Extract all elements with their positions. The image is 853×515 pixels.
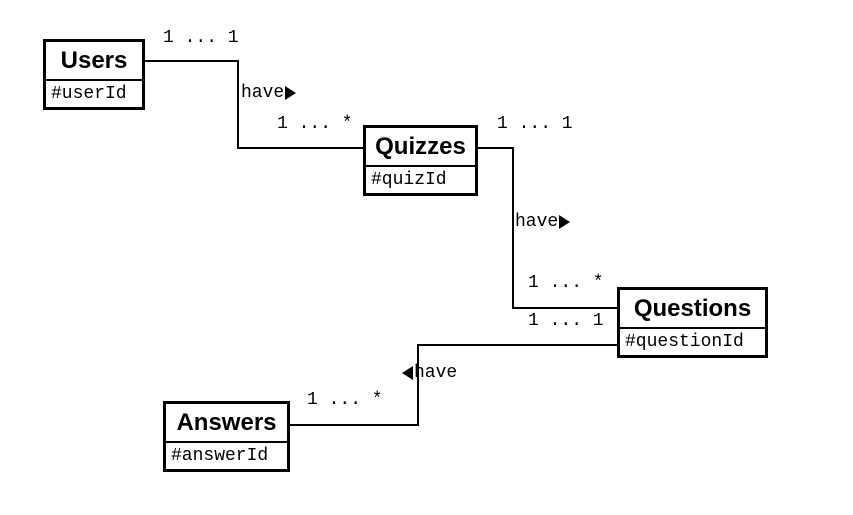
connector-questions-answers-h1: [417, 344, 617, 346]
arrow-left-icon: [402, 366, 413, 380]
cardinality-questions-side: 1 ... 1: [528, 311, 604, 331]
connector-questions-answers-h2: [290, 424, 419, 426]
connector-users-quizzes-h2: [237, 147, 363, 149]
entity-users-title: Users: [46, 42, 142, 81]
entity-questions: Questions #questionId: [617, 287, 768, 358]
verb-questions-answers: have: [402, 364, 457, 382]
entity-questions-key: #questionId: [625, 332, 744, 352]
entity-quizzes-key: #quizId: [371, 170, 447, 190]
connector-quizzes-questions-v: [512, 147, 514, 309]
arrow-right-icon: [285, 86, 297, 100]
connector-quizzes-questions-h2: [512, 307, 617, 309]
cardinality-quizzes-side-from-users: 1 ... *: [277, 114, 353, 134]
cardinality-answers-side: 1 ... *: [307, 390, 383, 410]
verb-text: have: [515, 212, 559, 232]
entity-answers-title: Answers: [166, 404, 287, 443]
connector-quizzes-questions-h1: [478, 147, 514, 149]
cardinality-users-side: 1 ... 1: [163, 28, 239, 48]
entity-answers-key: #answerId: [171, 446, 269, 466]
entity-questions-title: Questions: [620, 290, 765, 329]
entity-answers: Answers #answerId: [163, 401, 290, 472]
connector-users-quizzes-v: [237, 60, 239, 149]
verb-text: have: [241, 83, 285, 103]
cardinality-questions-side-from-quizzes: 1 ... *: [528, 273, 604, 293]
connector-questions-answers-v: [417, 344, 419, 426]
verb-quizzes-questions: have: [515, 212, 571, 232]
cardinality-quizzes-side: 1 ... 1: [497, 114, 573, 134]
connector-users-quizzes-h1: [145, 60, 239, 62]
arrow-right-icon: [559, 215, 571, 229]
entity-quizzes: Quizzes #quizId: [363, 125, 478, 196]
entity-quizzes-title: Quizzes: [366, 128, 475, 167]
entity-users-key: #userId: [51, 84, 127, 104]
verb-users-quizzes: have: [241, 83, 297, 103]
verb-text: have: [414, 363, 458, 383]
entity-users: Users #userId: [43, 39, 145, 110]
